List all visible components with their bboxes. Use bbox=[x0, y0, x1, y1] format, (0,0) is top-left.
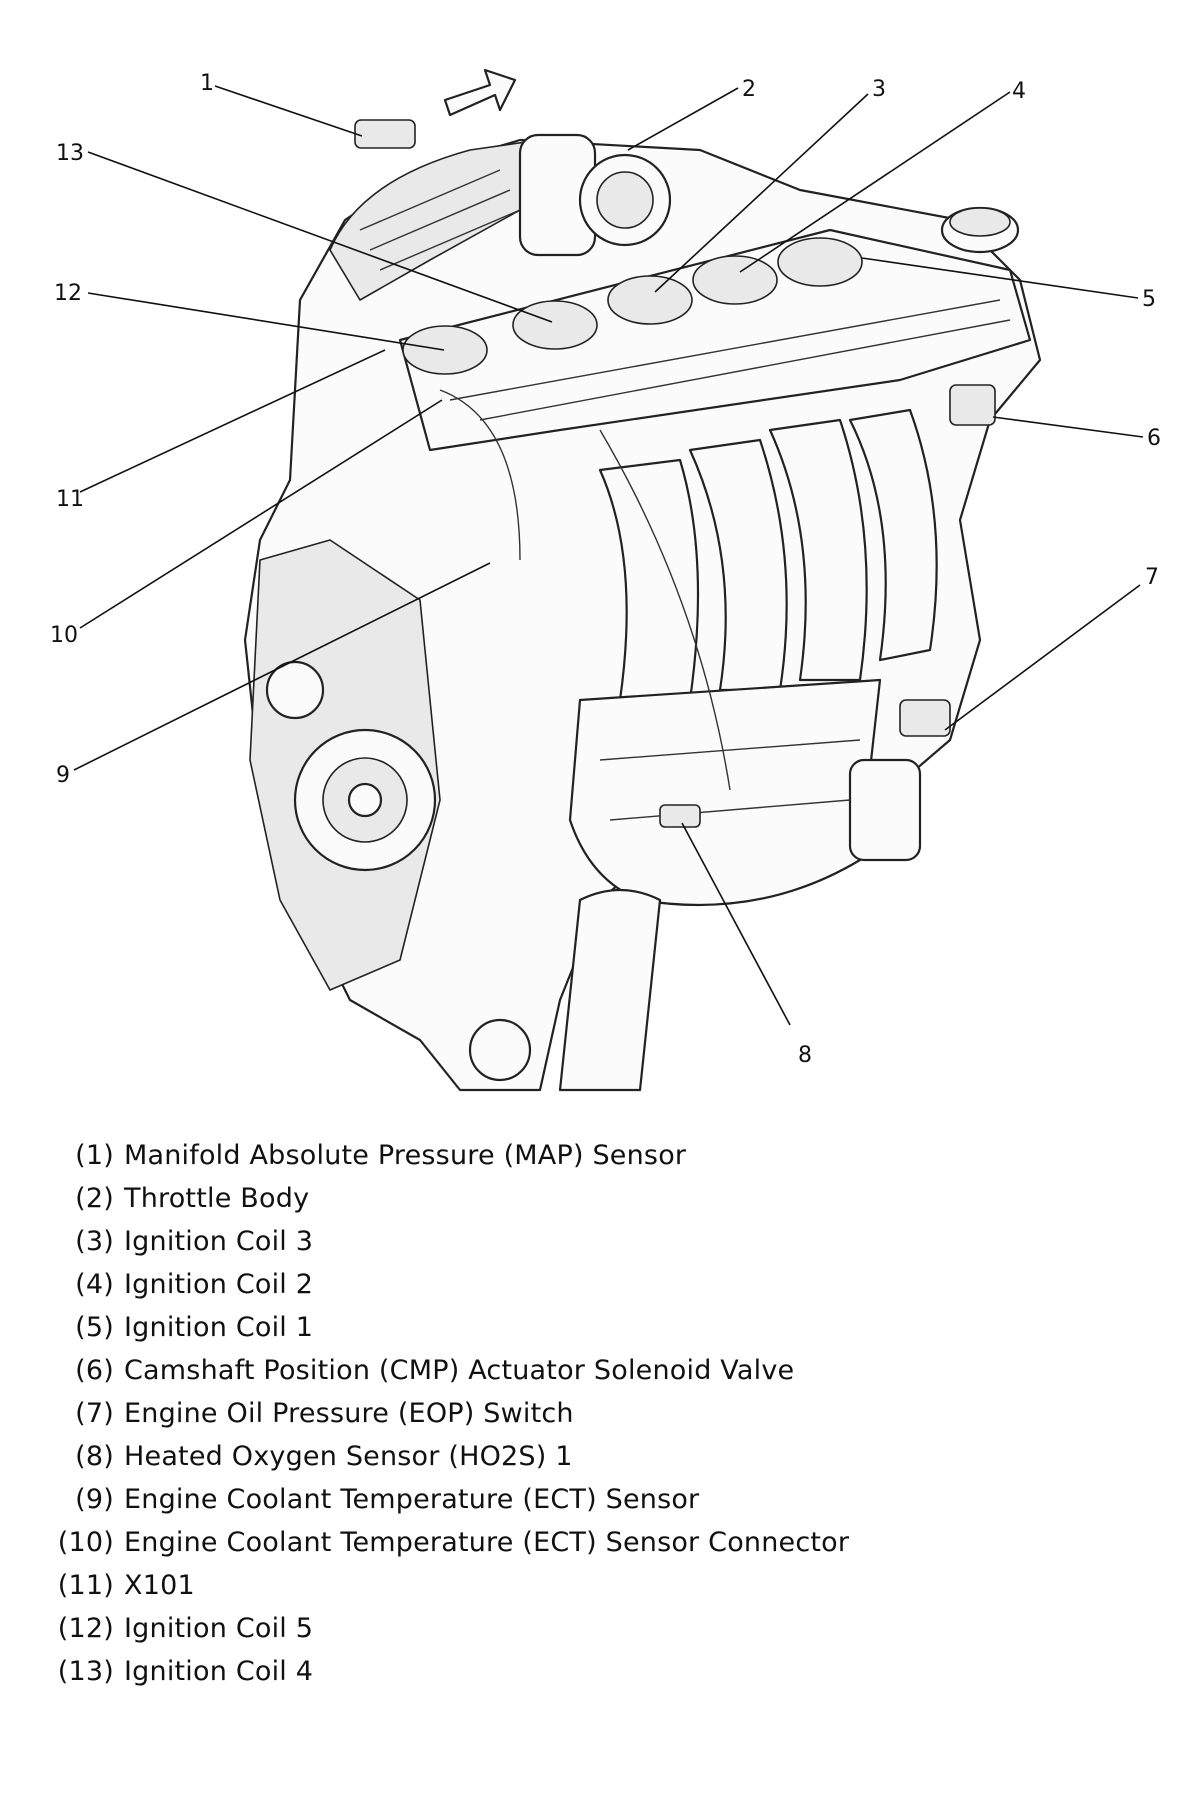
legend-number: (2) bbox=[75, 1183, 114, 1214]
legend-item: (3) Ignition Coil 3 bbox=[52, 1226, 1052, 1269]
legend-item: (2) Throttle Body bbox=[52, 1183, 1052, 1226]
legend-number: (5) bbox=[75, 1312, 114, 1343]
callout-12: 12 bbox=[54, 281, 82, 306]
leader-3 bbox=[654, 93, 869, 293]
legend-label: Engine Coolant Temperature (ECT) Sensor bbox=[124, 1484, 700, 1515]
legend-label: Heated Oxygen Sensor (HO2S) 1 bbox=[124, 1441, 573, 1472]
legend-number: (8) bbox=[75, 1441, 114, 1472]
legend-label: Ignition Coil 4 bbox=[124, 1656, 314, 1687]
legend-item: (5) Ignition Coil 1 bbox=[52, 1312, 1052, 1355]
legend-label: Camshaft Position (CMP) Actuator Solenoi… bbox=[124, 1355, 795, 1386]
legend-number: (13) bbox=[57, 1656, 114, 1687]
legend-number: (12) bbox=[57, 1613, 114, 1644]
legend-label: Manifold Absolute Pressure (MAP) Sensor bbox=[124, 1140, 687, 1171]
legend-label: Ignition Coil 5 bbox=[124, 1613, 314, 1644]
legend-number: (7) bbox=[75, 1398, 114, 1429]
leader-4 bbox=[739, 91, 1011, 273]
legend-item: (11) X101 bbox=[52, 1570, 1052, 1613]
legend-item: (4) Ignition Coil 2 bbox=[52, 1269, 1052, 1312]
legend-item: (13) Ignition Coil 4 bbox=[52, 1656, 1052, 1699]
callout-7: 7 bbox=[1145, 565, 1159, 590]
callout-1: 1 bbox=[200, 71, 214, 96]
leader-6 bbox=[992, 416, 1144, 438]
legend-item: (9) Engine Coolant Temperature (ECT) Sens… bbox=[52, 1484, 1052, 1527]
leader-8 bbox=[681, 822, 791, 1026]
legend-number: (10) bbox=[57, 1527, 114, 1558]
legend-number: (1) bbox=[75, 1140, 114, 1171]
legend-label: Ignition Coil 2 bbox=[124, 1269, 314, 1300]
legend-item: (6) Camshaft Position (CMP) Actuator Sole… bbox=[52, 1355, 1052, 1398]
legend-number: (11) bbox=[57, 1570, 114, 1601]
callout-10: 10 bbox=[50, 623, 78, 648]
callout-3: 3 bbox=[872, 77, 886, 102]
legend-number: (4) bbox=[75, 1269, 114, 1300]
legend-item: (7) Engine Oil Pressure (EOP) Switch bbox=[52, 1398, 1052, 1441]
callout-2: 2 bbox=[742, 77, 756, 102]
leader-9 bbox=[73, 562, 491, 771]
leader-7 bbox=[944, 584, 1141, 731]
legend-item: (10) Engine Coolant Temperature (ECT) Sen… bbox=[52, 1527, 1052, 1570]
callout-4: 4 bbox=[1012, 79, 1026, 104]
leader-5 bbox=[861, 257, 1139, 299]
leader-lines bbox=[73, 85, 1144, 1026]
callout-11: 11 bbox=[56, 487, 84, 512]
callout-5: 5 bbox=[1142, 287, 1156, 312]
legend-number: (3) bbox=[75, 1226, 114, 1257]
legend-label: Throttle Body bbox=[124, 1183, 310, 1214]
legend-label: Engine Oil Pressure (EOP) Switch bbox=[124, 1398, 574, 1429]
leader-10 bbox=[79, 399, 443, 629]
legend-label: X101 bbox=[124, 1570, 195, 1601]
callout-labels: 1 2 3 4 5 6 7 8 9 10 11 12 13 bbox=[50, 71, 1161, 1068]
legend-item: (1) Manifold Absolute Pressure (MAP) Sens… bbox=[52, 1140, 1052, 1183]
callout-8: 8 bbox=[798, 1043, 812, 1068]
legend-label: Ignition Coil 1 bbox=[124, 1312, 314, 1343]
component-legend: (1) Manifold Absolute Pressure (MAP) Sens… bbox=[52, 1140, 1052, 1699]
legend-number: (9) bbox=[75, 1484, 114, 1515]
leader-11 bbox=[79, 349, 386, 493]
legend-label: Ignition Coil 3 bbox=[124, 1226, 314, 1257]
leader-2 bbox=[627, 87, 739, 151]
leader-1 bbox=[214, 85, 363, 137]
leader-13 bbox=[87, 151, 553, 323]
callout-13: 13 bbox=[56, 141, 84, 166]
callout-6: 6 bbox=[1147, 426, 1161, 451]
engine-drawing bbox=[243, 68, 1042, 1092]
callout-9: 9 bbox=[56, 763, 70, 788]
leader-12 bbox=[87, 292, 445, 351]
legend-item: (8) Heated Oxygen Sensor (HO2S) 1 bbox=[52, 1441, 1052, 1484]
engine-component-diagram: 1 2 3 4 5 6 7 8 9 10 11 12 13 bbox=[50, 68, 1161, 1092]
legend-number: (6) bbox=[75, 1355, 114, 1386]
legend-label: Engine Coolant Temperature (ECT) Sensor … bbox=[124, 1527, 850, 1558]
legend-item: (12) Ignition Coil 5 bbox=[52, 1613, 1052, 1656]
